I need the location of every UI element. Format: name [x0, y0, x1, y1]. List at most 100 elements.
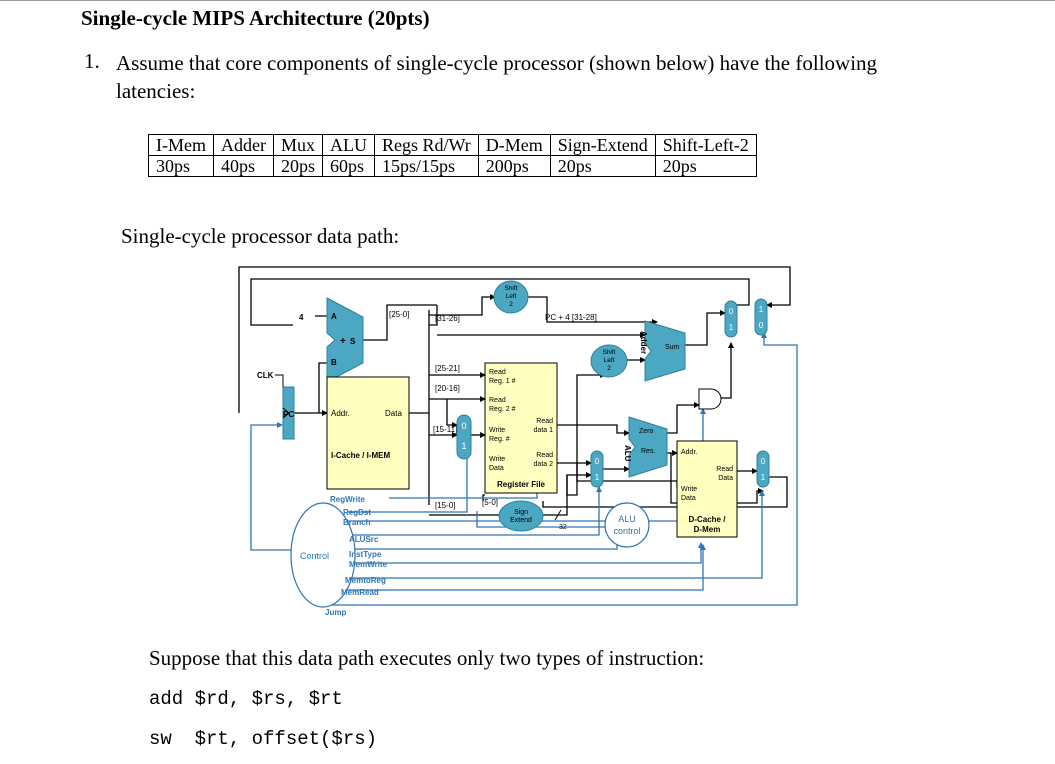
regdst-mux-0: 0 — [461, 421, 466, 431]
instruction-add: add $rd, $rs, $rt — [149, 688, 343, 710]
header-imem: I-Mem — [148, 134, 214, 156]
adder-a-label: A — [331, 312, 337, 321]
dmem-rdata-line1: Read — [716, 466, 733, 473]
branch-adder-name: Adder — [639, 331, 648, 354]
signal-memread: MemRead — [341, 588, 379, 597]
rf-rdata1-line1: Read — [536, 418, 553, 425]
imem-addr-label: Addr. — [331, 409, 350, 418]
header-alu: ALU — [321, 134, 375, 156]
value-sign-extend: 20ps — [549, 155, 656, 177]
signal-memwrite: MemWrite — [349, 560, 388, 569]
rf-rdata2-line1: Read — [536, 452, 553, 459]
section-title: Single-cycle MIPS Architecture (20pts) — [81, 6, 430, 30]
bits-20-16-label: [20-16] — [435, 384, 460, 393]
header-sign-extend: Sign-Extend — [549, 134, 656, 156]
shift-left-mid — [590, 344, 628, 378]
alusrc-mux-0: 0 — [595, 457, 600, 466]
header-adder: Adder — [212, 134, 274, 156]
signal-alusrc: ALUSrc — [349, 535, 379, 544]
bits-31-26-label: [31-26] — [435, 314, 460, 323]
dmem-rdata-line2: Data — [718, 475, 733, 482]
memtoreg-mux-1: 1 — [761, 473, 766, 482]
dmem-wdata-line2: Data — [681, 495, 696, 502]
branch-adder — [644, 320, 686, 382]
shift-top-line1: Shift — [504, 285, 517, 292]
rf-rdata1-line2: data 1 — [534, 427, 554, 434]
latency-header-row: I-Mem Adder Mux ALU Regs Rd/Wr D-Mem Sig… — [148, 134, 757, 156]
control-unit — [290, 502, 356, 608]
alu-zero-label: Zero — [639, 428, 654, 435]
adder-plus-label: + — [340, 336, 346, 347]
alu-control-line2: control — [613, 526, 640, 536]
rf-write-line2: Reg. # — [489, 436, 510, 443]
jump-mux-1: 1 — [759, 305, 764, 314]
memtoreg-mux-0: 0 — [761, 457, 766, 466]
rf-name-label: Register File — [497, 480, 546, 489]
header-shift-left-2: Shift-Left-2 — [654, 134, 757, 156]
pc-label: PC — [283, 410, 294, 419]
rf-wdata-line2: Data — [489, 465, 504, 472]
adder-s-label: S — [350, 337, 356, 346]
alu-control-line1: ALU — [618, 514, 636, 524]
value-shift-left-2: 20ps — [654, 155, 757, 177]
branch-mux-1: 1 — [729, 323, 734, 332]
imem-data-label: Data — [385, 409, 402, 418]
clk-triangle — [282, 407, 290, 419]
pc4-label: PC + 4 [31-28] — [545, 313, 597, 322]
rf-read2-line2: Reg. 2 # — [489, 406, 516, 413]
value-dmem: 200ps — [477, 155, 551, 177]
sign-extend-line2: Extend — [510, 517, 532, 524]
branch-adder-sum: Sum — [665, 344, 680, 351]
branch-and-gate — [698, 388, 722, 410]
dmem-addr-label: Addr. — [681, 449, 697, 456]
latency-value-row: 30ps 40ps 20ps 60ps 15ps/15ps 200ps 20ps… — [148, 155, 757, 177]
shift-left-top — [493, 280, 529, 314]
alu-control-unit — [604, 502, 650, 548]
sign-extend-unit — [498, 500, 544, 532]
clk-label: CLK — [257, 371, 274, 380]
value-alu: 60ps — [321, 155, 375, 177]
rf-write-line1: Write — [489, 427, 505, 434]
imem-name-label: I-Cache / I-MEM — [331, 451, 390, 460]
jump-mux-0: 0 — [759, 321, 764, 330]
shift-top-line2: Left — [506, 293, 517, 300]
question-number: 1. — [84, 49, 100, 73]
signal-regwrite: RegWrite — [330, 495, 366, 504]
rf-read2-line1: Read — [489, 397, 506, 404]
alu-name-label: ALU — [623, 445, 632, 462]
dmem-name-line2: D-Mem — [694, 525, 721, 534]
bits-15-11-label: [15-11] — [433, 425, 457, 434]
bits-5-0-label: [5-0] — [482, 498, 498, 507]
signal-memtoreg: MemtoReg — [345, 576, 386, 585]
value-regs: 15ps/15ps — [373, 155, 479, 177]
header-dmem: D-Mem — [477, 134, 551, 156]
rf-read1-line2: Reg. 1 # — [489, 378, 516, 385]
control-label: Control — [300, 551, 329, 561]
adder-b-label: B — [331, 358, 337, 367]
datapath-wires — [238, 266, 791, 518]
jump-mux — [754, 298, 768, 336]
register-file — [484, 362, 558, 494]
latency-table: I-Mem Adder Mux ALU Regs Rd/Wr D-Mem Sig… — [148, 134, 757, 177]
question-text: Assume that core components of single-cy… — [116, 51, 878, 103]
sign-extend-line1: Sign — [514, 509, 528, 516]
dmem-wdata-line1: Write — [681, 486, 697, 493]
signal-regdst: RegDst — [343, 508, 371, 517]
signal-branch: Branch — [343, 518, 371, 527]
branch-mux — [724, 300, 738, 338]
value-imem: 30ps — [148, 155, 214, 177]
bits-25-21-label: [25-21] — [435, 364, 460, 373]
suppose-text: Suppose that this data path executes onl… — [149, 646, 705, 670]
shift-mid-line1: Shift — [602, 349, 615, 356]
shift-mid-line2: Left — [604, 357, 615, 364]
rf-rdata2-line2: data 2 — [534, 461, 554, 468]
datapath-heading: Single-cycle processor data path: — [121, 224, 400, 248]
rf-read1-line1: Read — [489, 369, 506, 376]
data-memory — [676, 440, 738, 538]
memtoreg-mux — [756, 450, 770, 488]
header-mux: Mux — [272, 134, 323, 156]
bits-25-0-label: [25-0] — [389, 310, 409, 319]
value-adder: 40ps — [212, 155, 274, 177]
value-mux: 20ps — [272, 155, 323, 177]
control-signal-labels: RegWrite RegDst Branch ALUSrc InstType M… — [325, 495, 388, 617]
